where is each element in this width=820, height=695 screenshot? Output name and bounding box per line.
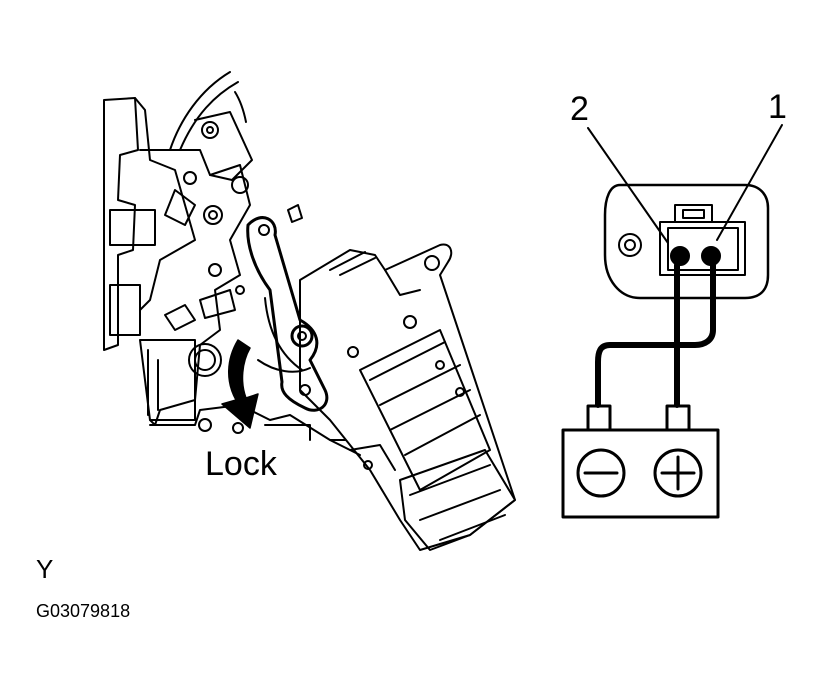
battery-positive-terminal [665, 404, 691, 432]
connector-and-battery [561, 124, 783, 519]
battery-negative-terminal [586, 404, 612, 432]
terminal-2-label: 2 [570, 90, 589, 128]
actuator-connector [603, 183, 770, 300]
figure-id: G03079818 [36, 601, 130, 621]
terminal-1-label: 1 [768, 88, 787, 126]
view-label: Y [36, 554, 53, 584]
lock-label: Lock [205, 445, 278, 483]
negative-symbol-circle [576, 448, 626, 498]
lock-direction-arrow [221, 339, 259, 429]
lock-actuator-motor [299, 243, 516, 551]
battery [561, 428, 720, 519]
positive-symbol-circle [653, 448, 703, 498]
door-lock-assembly [103, 71, 346, 441]
